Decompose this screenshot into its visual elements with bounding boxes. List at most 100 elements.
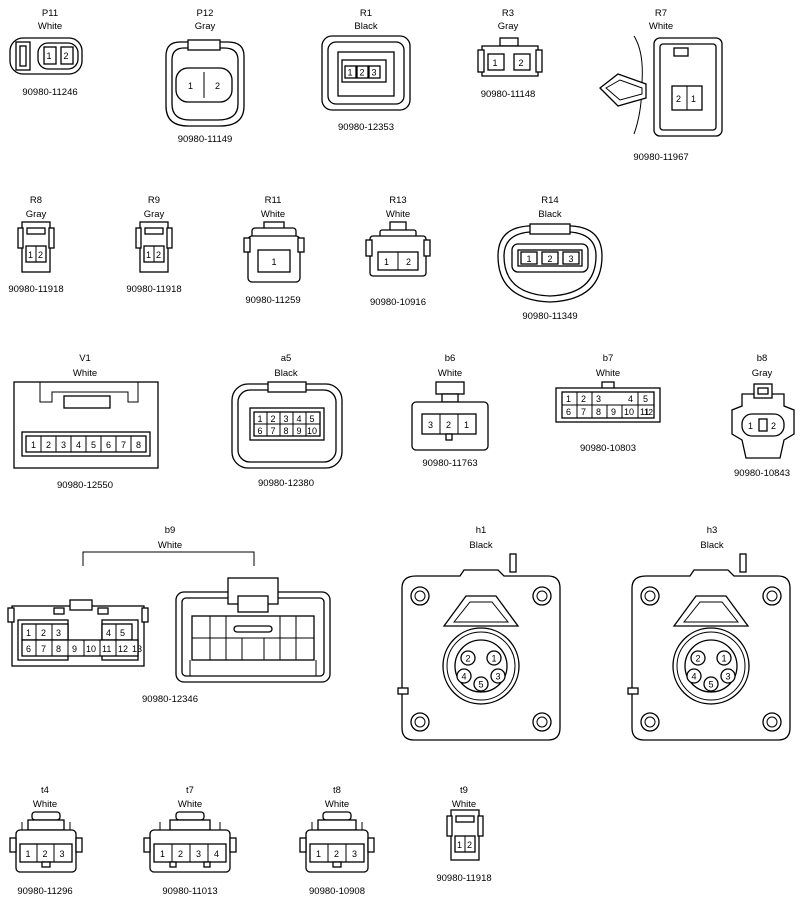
part-number: 90980-11259 <box>245 295 301 306</box>
connector-id: R9 <box>147 195 161 206</box>
pin-label: 2 <box>38 250 43 260</box>
pin-label: 1 <box>493 58 498 68</box>
connector-color: Black <box>538 209 562 220</box>
connector-id: b7 <box>602 353 614 364</box>
pin-label: 8 <box>284 426 289 436</box>
pin-label: 1 <box>527 254 532 264</box>
connector-color: Gray <box>25 209 47 220</box>
pin-label: 3 <box>496 672 501 682</box>
connector-a5-drawing: 1 2 3 4 5 6 7 8 9 10 <box>231 381 343 469</box>
pin-label: 7 <box>121 440 126 450</box>
pin-label: 5 <box>310 414 315 424</box>
b9-bracket <box>82 551 255 566</box>
pin-label: 3 <box>596 394 601 404</box>
connector-color: White <box>595 368 621 379</box>
pin-label: 6 <box>258 426 263 436</box>
connector-id: b9 <box>164 525 176 536</box>
connector-color: White <box>437 368 463 379</box>
connector-b8-drawing: 1 2 <box>731 383 795 459</box>
connector-h1-drawing: 2 1 4 3 5 <box>397 553 561 741</box>
pin-label: 5 <box>120 628 125 638</box>
pin-label: 4 <box>628 394 633 404</box>
pin-label: 2 <box>215 81 220 91</box>
pin-label: 1 <box>384 257 389 267</box>
pin-label: 4 <box>692 672 697 682</box>
part-number: 90980-11349 <box>522 311 578 322</box>
pin-label: 3 <box>428 420 433 430</box>
pin-label: 2 <box>446 420 451 430</box>
part-number: 90980-12380 <box>258 478 314 489</box>
connector-p12-drawing: 1 2 <box>165 39 245 127</box>
connector-id: R1 <box>359 8 373 19</box>
pin-label: 3 <box>60 849 65 859</box>
connector-t9-drawing: 1 2 <box>446 809 484 861</box>
connector-b9-drawing-b <box>175 577 331 683</box>
connector-id: R8 <box>29 195 43 206</box>
connector-id: R14 <box>541 195 559 206</box>
pin-label: 3 <box>372 68 377 78</box>
pin-label: 4 <box>214 849 219 859</box>
connector-b9-drawing-a: 1 2 3 4 5 6 7 8 9 10 11 12 13 <box>7 599 149 667</box>
pin-label: 10 <box>307 426 317 436</box>
pin-label: 1 <box>272 257 277 267</box>
connector-id: P12 <box>196 8 214 19</box>
connector-color: Gray <box>751 368 773 379</box>
connector-color: White <box>648 21 674 32</box>
connector-r7-drawing: 2 1 <box>599 35 723 137</box>
connector-r9-drawing: 1 2 <box>135 221 173 273</box>
pin-label: 2 <box>548 254 553 264</box>
pin-label: 10 <box>86 644 96 654</box>
connector-color: White <box>260 209 286 220</box>
part-number: 90980-10908 <box>309 886 365 897</box>
pin-label: 1 <box>722 654 727 664</box>
connector-color: White <box>37 21 63 32</box>
connector-id: h1 <box>475 525 487 536</box>
part-number: 90980-11763 <box>422 458 478 469</box>
connector-id: t7 <box>186 785 194 796</box>
pin-label: 3 <box>61 440 66 450</box>
pin-label: 5 <box>643 394 648 404</box>
connector-b7-drawing: 1 2 3 4 5 6 7 8 9 10 11 12 <box>555 381 661 423</box>
connector-color: White <box>157 540 183 551</box>
pin-label: 9 <box>72 644 77 654</box>
connector-color: Black <box>274 368 298 379</box>
connector-r3-drawing: 1 2 <box>477 37 543 77</box>
pin-label: 11 <box>102 644 111 654</box>
pin-label: 5 <box>479 680 484 690</box>
pin-label: 9 <box>297 426 302 436</box>
part-number: 90980-10916 <box>370 297 426 308</box>
pin-label: 1 <box>258 414 263 424</box>
pin-label: 2 <box>696 654 701 664</box>
connector-id: R11 <box>264 195 282 206</box>
connector-color: Black <box>354 21 378 32</box>
pin-label: 1 <box>492 654 497 664</box>
part-number: 90980-12346 <box>142 694 198 705</box>
part-number: 90980-12550 <box>57 480 113 491</box>
part-number: 90980-11013 <box>162 886 218 897</box>
part-number: 90980-12353 <box>338 122 394 133</box>
connector-color: White <box>32 799 58 810</box>
part-number: 90980-11149 <box>177 134 233 145</box>
pin-label: 1 <box>146 250 151 260</box>
connector-id: t8 <box>333 785 341 796</box>
pin-label: 2 <box>771 421 776 431</box>
pin-label: 4 <box>462 672 467 682</box>
pin-label: 12 <box>644 408 653 417</box>
connector-r8-drawing: 1 2 <box>17 221 55 273</box>
part-number: 90980-11296 <box>17 886 73 897</box>
pin-label: 2 <box>156 250 161 260</box>
pin-label: 5 <box>91 440 96 450</box>
connector-id: P11 <box>41 8 59 19</box>
connector-color: White <box>72 368 98 379</box>
pin-label: 4 <box>76 440 81 450</box>
connector-id: R13 <box>389 195 407 206</box>
pin-label: 11 <box>640 407 649 417</box>
connector-color: Black <box>469 540 493 551</box>
connector-id: R3 <box>501 8 515 19</box>
pin-label: 2 <box>360 68 365 78</box>
pin-label: 2 <box>64 51 69 61</box>
part-number: 90980-11918 <box>126 284 182 295</box>
pin-label: 2 <box>334 849 339 859</box>
pin-label: 2 <box>271 414 276 424</box>
pin-label: 8 <box>56 644 61 654</box>
